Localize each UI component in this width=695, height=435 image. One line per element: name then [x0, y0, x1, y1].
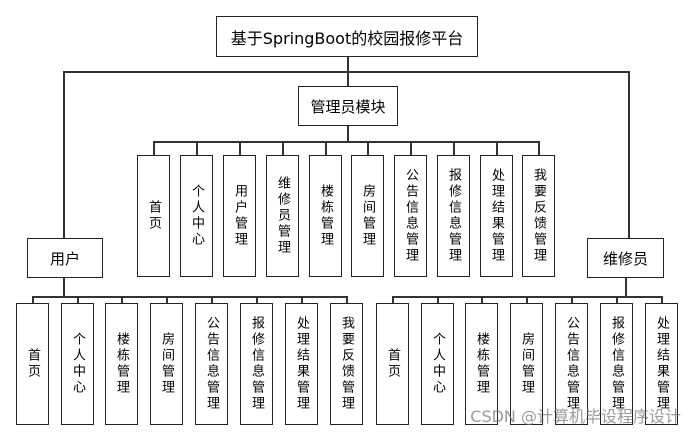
connector: [256, 296, 258, 303]
admin-item-node: 个人中心: [180, 155, 213, 277]
user-item-node: 个人中心: [61, 303, 94, 425]
admin-item-node: 用户管理: [223, 155, 256, 277]
connector: [63, 71, 65, 238]
connector: [481, 296, 483, 303]
connector: [196, 141, 198, 155]
connector: [211, 296, 213, 303]
connector: [77, 296, 79, 303]
repairer-item-node: 公告信息管理: [555, 303, 588, 425]
user-node: 用户: [27, 238, 103, 278]
connector: [32, 296, 34, 303]
connector: [282, 141, 284, 155]
repairer-item-node: 处理结果管理: [645, 303, 678, 425]
repairer-item-node: 楼栋管理: [465, 303, 498, 425]
root-node: 基于SpringBoot的校园报修平台: [216, 16, 478, 57]
connector: [616, 296, 618, 303]
repairer-item-node: 个人中心: [421, 303, 454, 425]
repairer-node: 维修员: [587, 238, 664, 278]
connector: [346, 296, 348, 303]
admin-item-node: 维修员管理: [266, 155, 299, 277]
repairer-item-node: 报修信息管理: [600, 303, 633, 425]
user-item-node: 公告信息管理: [195, 303, 228, 425]
repairer-item-node: 房间管理: [510, 303, 543, 425]
connector: [63, 278, 65, 296]
connector: [121, 296, 123, 303]
connector: [239, 141, 241, 155]
connector: [392, 296, 394, 303]
admin-item-node: 首页: [137, 155, 170, 277]
admin-item-node: 我要反馈管理: [522, 155, 555, 277]
user-item-node: 首页: [16, 303, 49, 425]
connector: [571, 296, 573, 303]
connector: [347, 126, 349, 141]
repairer-item-node: 首页: [376, 303, 409, 425]
connector: [367, 141, 369, 155]
user-item-node: 报修信息管理: [240, 303, 273, 425]
connector: [32, 296, 347, 298]
admin-item-node: 楼栋管理: [309, 155, 342, 277]
user-item-node: 我要反馈管理: [330, 303, 363, 425]
connector: [153, 141, 539, 143]
watermark: CSDN @计算机毕设程序设计: [470, 407, 681, 426]
connector: [153, 141, 155, 155]
admin-item-node: 房间管理: [351, 155, 384, 277]
connector: [496, 141, 498, 155]
admin-item-node: 报修信息管理: [437, 155, 470, 277]
connector: [166, 296, 168, 303]
user-item-node: 房间管理: [150, 303, 183, 425]
user-item-node: 楼栋管理: [105, 303, 138, 425]
connector: [661, 296, 663, 303]
connector: [437, 296, 439, 303]
connector: [410, 141, 412, 155]
admin-node: 管理员模块: [298, 86, 398, 126]
connector: [526, 296, 528, 303]
connector: [625, 278, 627, 296]
admin-item-node: 公告信息管理: [394, 155, 427, 277]
user-item-node: 处理结果管理: [285, 303, 318, 425]
connector: [63, 71, 629, 73]
connector: [538, 141, 540, 155]
connector: [453, 141, 455, 155]
connector: [301, 296, 303, 303]
admin-item-node: 处理结果管理: [480, 155, 513, 277]
connector: [325, 141, 327, 155]
connector: [628, 71, 630, 238]
